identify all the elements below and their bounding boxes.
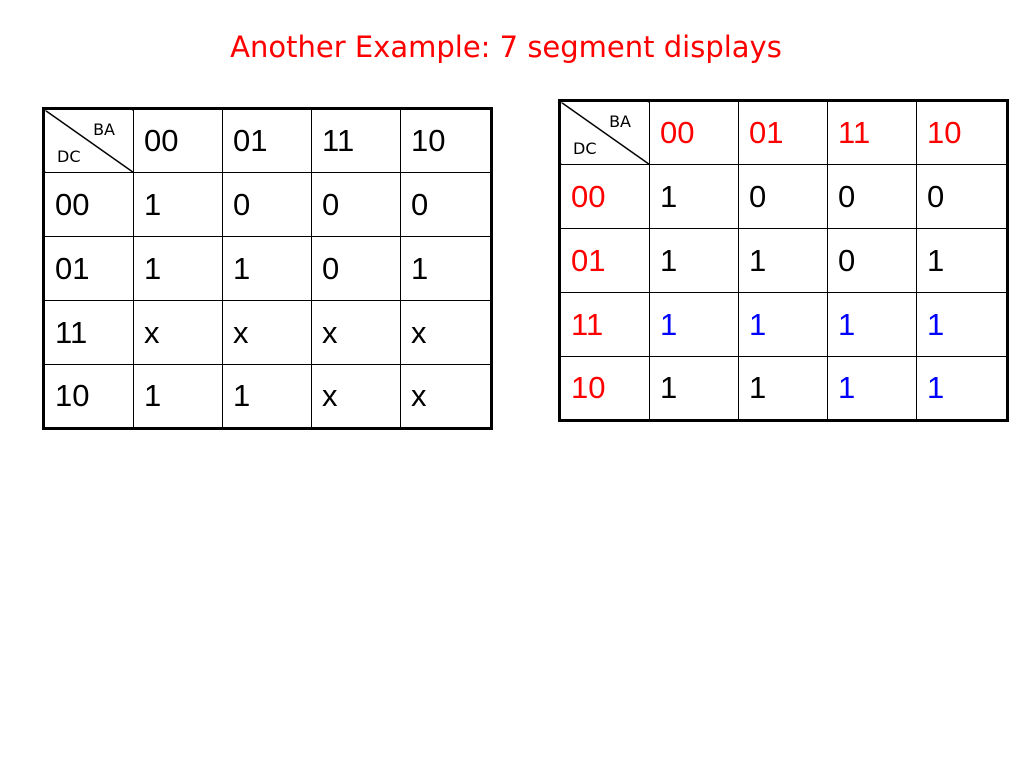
kmap-cell: 1 [649, 356, 739, 421]
kmap-row: 01 1 1 0 1 [559, 228, 1008, 293]
col-header: 10 [400, 108, 492, 173]
kmap-cell: 1 [133, 236, 223, 301]
kmap-cell: 0 [827, 228, 917, 293]
kmap-cell: x [400, 364, 492, 429]
row-header: 10 [559, 356, 650, 421]
kmap-row: 00 1 0 0 0 [559, 164, 1008, 229]
kmap-cell: 0 [222, 172, 312, 237]
kmap-row: 11 1 1 1 1 [559, 292, 1008, 357]
kmap-cell: 1 [133, 364, 223, 429]
kmap-cell: 0 [311, 236, 401, 301]
row-header: 11 [43, 300, 134, 365]
kmap-cell: 1 [400, 236, 492, 301]
col-header: 00 [649, 100, 739, 165]
kmap-row: 01 1 1 0 1 [43, 236, 492, 301]
kmap-cell: 1 [738, 292, 828, 357]
kmap-row: 11 x x x x [43, 300, 492, 365]
col-header: 01 [738, 100, 828, 165]
kmap-cell: 1 [916, 356, 1008, 421]
kmap-cell: 0 [311, 172, 401, 237]
kmap-cell: 1 [222, 364, 312, 429]
kmap-cell: 1 [916, 292, 1008, 357]
kmap-cell: x [133, 300, 223, 365]
kmap-cell: x [311, 300, 401, 365]
kmap-cell: x [222, 300, 312, 365]
kmap-cell: 0 [738, 164, 828, 229]
col-header: 10 [916, 100, 1008, 165]
kmap-header-row: BA DC 00 01 11 10 [559, 100, 1008, 165]
col-header: 00 [133, 108, 223, 173]
corner-label-ba: BA [93, 120, 115, 139]
kmap-row: 00 1 0 0 0 [43, 172, 492, 237]
kmap-header-row: BA DC 00 01 11 10 [43, 108, 492, 173]
kmap-cell: x [311, 364, 401, 429]
kmap-cell: 1 [738, 356, 828, 421]
corner-label-ba: BA [609, 112, 631, 131]
kmap-row: 10 1 1 1 1 [559, 356, 1008, 421]
kmap-cell: 1 [222, 236, 312, 301]
kmap-table-left: BA DC 00 01 11 10 00 1 0 0 0 01 1 1 0 1 … [42, 107, 493, 430]
row-header: 00 [559, 164, 650, 229]
row-header: 10 [43, 364, 134, 429]
kmap-cell: 1 [649, 292, 739, 357]
corner-label-dc: DC [57, 147, 81, 166]
kmap-cell: 0 [916, 164, 1008, 229]
row-header: 01 [559, 228, 650, 293]
corner-label-dc: DC [573, 139, 597, 158]
kmap-cell: 1 [649, 164, 739, 229]
kmap-cell: 1 [738, 228, 828, 293]
kmap-row: 10 1 1 x x [43, 364, 492, 429]
kmap-cell: 1 [827, 356, 917, 421]
slide-title: Another Example: 7 segment displays [230, 30, 782, 64]
row-header: 01 [43, 236, 134, 301]
kmap-cell: 0 [827, 164, 917, 229]
kmap-cell: 1 [649, 228, 739, 293]
row-header: 00 [43, 172, 134, 237]
kmap-corner-cell: BA DC [43, 108, 134, 173]
kmap-cell: 1 [916, 228, 1008, 293]
col-header: 11 [827, 100, 917, 165]
col-header: 01 [222, 108, 312, 173]
col-header: 11 [311, 108, 401, 173]
kmap-cell: 1 [133, 172, 223, 237]
kmap-cell: 0 [400, 172, 492, 237]
kmap-cell: x [400, 300, 492, 365]
kmap-cell: 1 [827, 292, 917, 357]
kmap-corner-cell: BA DC [559, 100, 650, 165]
kmap-table-right: BA DC 00 01 11 10 00 1 0 0 0 01 1 1 0 1 … [558, 99, 1009, 422]
row-header: 11 [559, 292, 650, 357]
